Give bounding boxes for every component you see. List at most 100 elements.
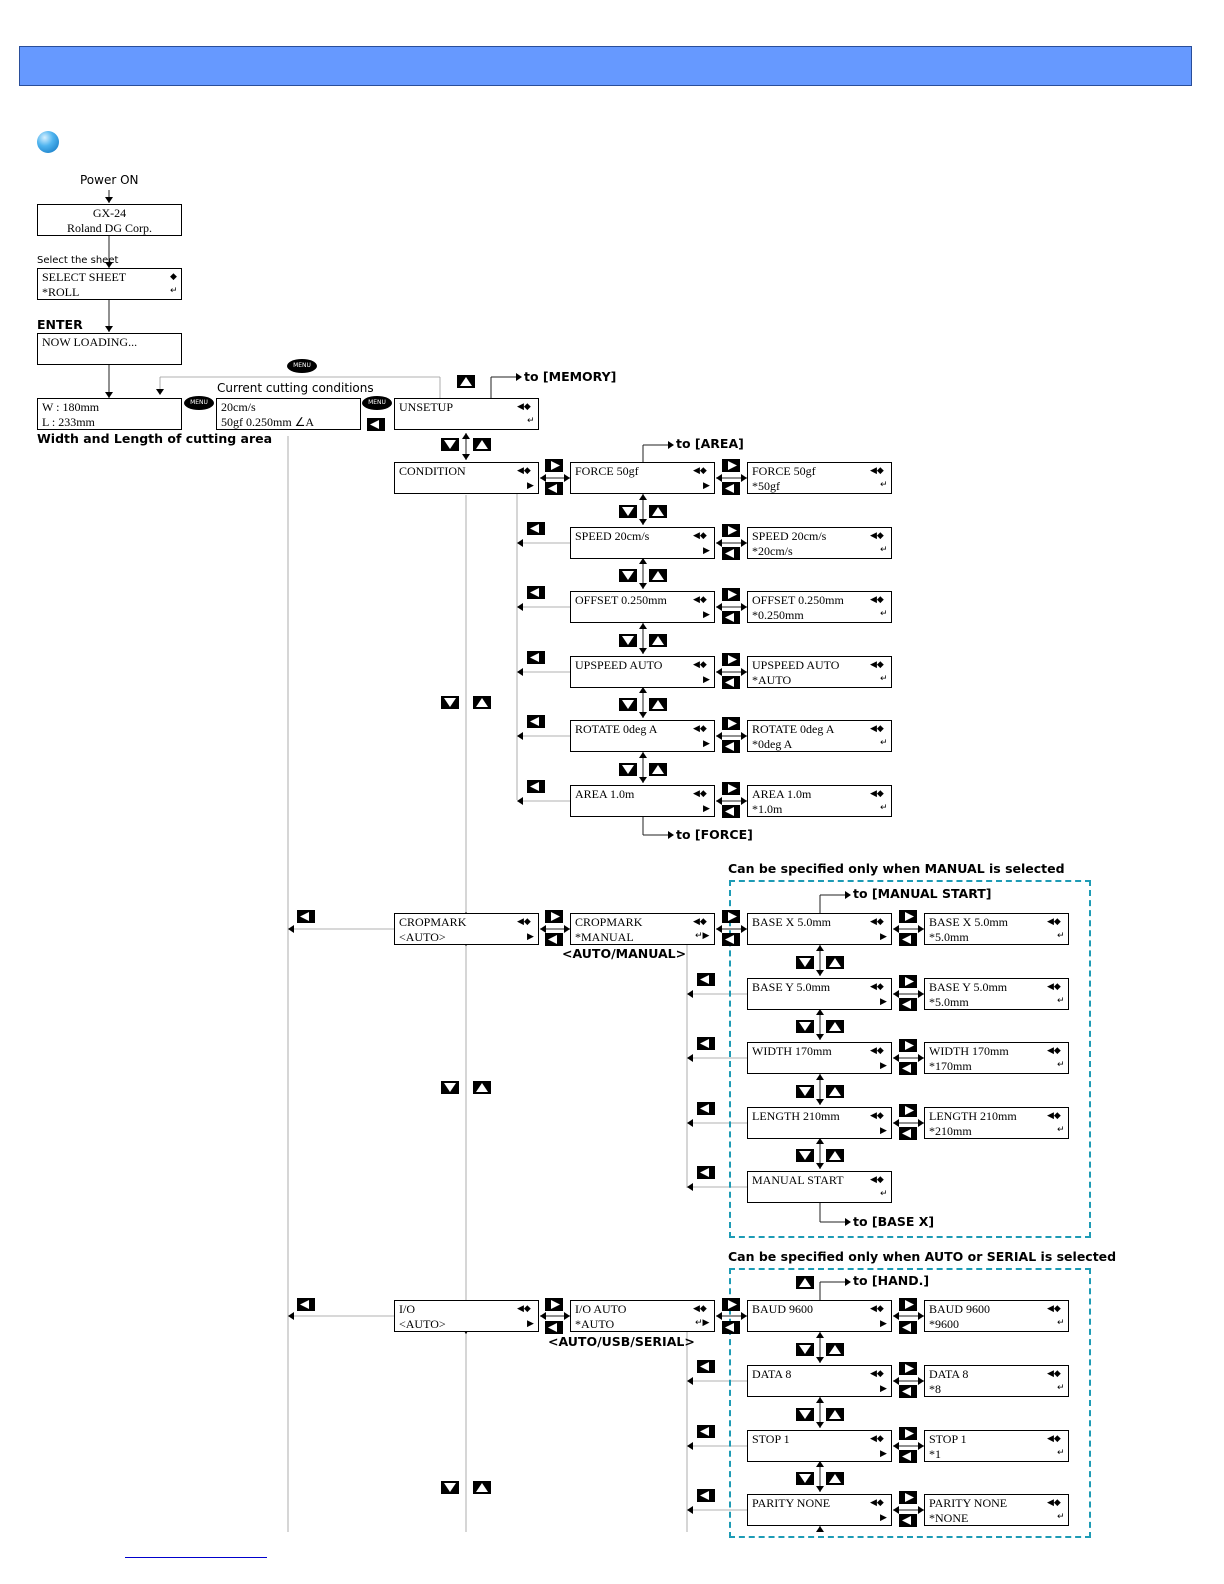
display-line-1: UPSPEED AUTO: [752, 658, 840, 672]
down-key-icon: [619, 763, 637, 776]
left-updown-icon: ◀◆: [1047, 1111, 1061, 1121]
display-line-1: UNSETUP: [399, 400, 454, 414]
display-line-2: <AUTO>: [399, 929, 446, 944]
right-key-icon: [899, 975, 917, 988]
left-key-icon: [545, 1321, 563, 1334]
display-line-2: [575, 608, 710, 623]
display-line-1: OFFSET 0.250mm: [575, 593, 667, 607]
enter-icon: ↵: [1057, 931, 1065, 941]
left-updown-icon: ◀◆: [870, 917, 884, 927]
right-key-icon: [899, 1491, 917, 1504]
left-updown-icon: ◀◆: [870, 531, 884, 541]
updown-icon: ◆: [170, 272, 177, 282]
enter-icon: ↵: [880, 738, 888, 748]
left-key-icon: [722, 482, 740, 495]
enter-icon: ↵: [880, 480, 888, 490]
left-updown-icon: ◀◆: [870, 1304, 884, 1314]
display-basey: BASE Y 5.0mm: [747, 978, 892, 1010]
up-key-icon: [649, 634, 667, 647]
left-key-icon: [899, 1385, 917, 1398]
left-updown-icon: ◀◆: [870, 466, 884, 476]
up-key-icon: [649, 698, 667, 711]
right-arrow-icon: ▶: [880, 932, 887, 942]
display-line-1: SPEED 20cm/s: [575, 529, 650, 543]
left-updown-icon: ◀◆: [870, 1498, 884, 1508]
right-key-icon: [545, 1298, 563, 1311]
display-line-2: [752, 1188, 887, 1203]
left-key-icon: [297, 1298, 315, 1311]
left-key-icon: [722, 611, 740, 624]
display-line-2: [575, 673, 710, 688]
left-updown-icon: ◀◆: [870, 1369, 884, 1379]
display-line-2: *1.0m: [752, 801, 783, 816]
display-line-1: BASE X 5.0mm: [752, 915, 832, 929]
display-parity-set: PARITY NONE*NONE: [924, 1494, 1069, 1526]
enter-icon: ↵: [527, 416, 535, 426]
enter-icon: ↵: [880, 803, 888, 813]
display-line-2: *5.0mm: [929, 994, 969, 1009]
right-arrow-icon: ▶: [703, 481, 710, 491]
enter-icon: ↵: [880, 674, 888, 684]
down-key-icon: [441, 696, 459, 709]
menu-key-icon: MENU: [184, 396, 214, 410]
display-cropmark: CROPMARK<AUTO>: [394, 913, 539, 945]
display-length: LENGTH 210mm: [747, 1107, 892, 1139]
left-key-icon: [899, 1321, 917, 1334]
enter-icon: ↵: [170, 286, 178, 296]
enter-icon: ↵: [880, 609, 888, 619]
left-updown-icon: ◀◆: [870, 595, 884, 605]
left-updown-icon: ◀◆: [1047, 1369, 1061, 1379]
display-line-2: *0deg A: [752, 736, 793, 751]
left-updown-icon: ◀◆: [693, 917, 707, 927]
display-basex: BASE X 5.0mm: [747, 913, 892, 945]
display-select-sheet: SELECT SHEET*ROLL: [37, 268, 182, 300]
left-key-icon: [527, 780, 545, 793]
enter-icon: ↵: [1057, 1512, 1065, 1522]
left-key-icon: [899, 933, 917, 946]
display-line-1: STOP 1: [929, 1432, 967, 1446]
right-key-icon: [722, 717, 740, 730]
display-line-2: [42, 350, 177, 365]
left-updown-icon: ◀◆: [517, 917, 531, 927]
display-line-2: 50gf 0.250mm ∠A: [221, 414, 315, 429]
up-key-icon: [826, 956, 844, 969]
up-key-icon: [649, 763, 667, 776]
left-updown-icon: ◀◆: [1047, 982, 1061, 992]
enter-icon: ↵: [880, 1189, 888, 1199]
left-key-icon: [697, 1425, 715, 1438]
left-updown-icon: ◀◆: [870, 1175, 884, 1185]
down-key-icon: [619, 505, 637, 518]
left-updown-icon: ◀◆: [1047, 1498, 1061, 1508]
display-force: FORCE 50gf: [570, 462, 715, 494]
up-key-icon: [826, 1408, 844, 1421]
display-line-2: [399, 415, 534, 430]
to-hand-label: to [HAND.]: [853, 1273, 930, 1288]
down-key-icon: [441, 1481, 459, 1494]
display-line-1: BAUD 9600: [929, 1302, 991, 1316]
display-condition: CONDITION: [394, 462, 539, 494]
display-stop: STOP 1: [747, 1430, 892, 1462]
display-line-2: *210mm: [929, 1123, 972, 1138]
display-upspeed-set: UPSPEED AUTO*AUTO: [747, 656, 892, 688]
display-line-1: LENGTH 210mm: [929, 1109, 1017, 1123]
display-line-2: *20cm/s: [752, 543, 793, 558]
display-line-2: [752, 930, 887, 945]
right-arrow-icon: ▶: [703, 804, 710, 814]
display-line-2: L : 233mm: [42, 414, 95, 429]
display-line-1: 20cm/s: [221, 400, 256, 414]
display-loading: NOW LOADING...: [37, 333, 182, 365]
right-key-icon: [722, 459, 740, 472]
display-line-1: DATA 8: [752, 1367, 792, 1381]
display-line-1: LENGTH 210mm: [752, 1109, 840, 1123]
enter-icon: ↵: [880, 545, 888, 555]
footer-link-line: [125, 1557, 267, 1558]
down-key-icon: [796, 956, 814, 969]
enter-right-icon: ↵▶: [695, 1318, 710, 1328]
left-key-icon: [545, 482, 563, 495]
right-key-icon: [545, 910, 563, 923]
display-basex-set: BASE X 5.0mm*5.0mm: [924, 913, 1069, 945]
left-updown-icon: ◀◆: [870, 982, 884, 992]
left-key-icon: [722, 805, 740, 818]
display-line-2: [399, 479, 534, 494]
down-key-icon: [441, 438, 459, 451]
